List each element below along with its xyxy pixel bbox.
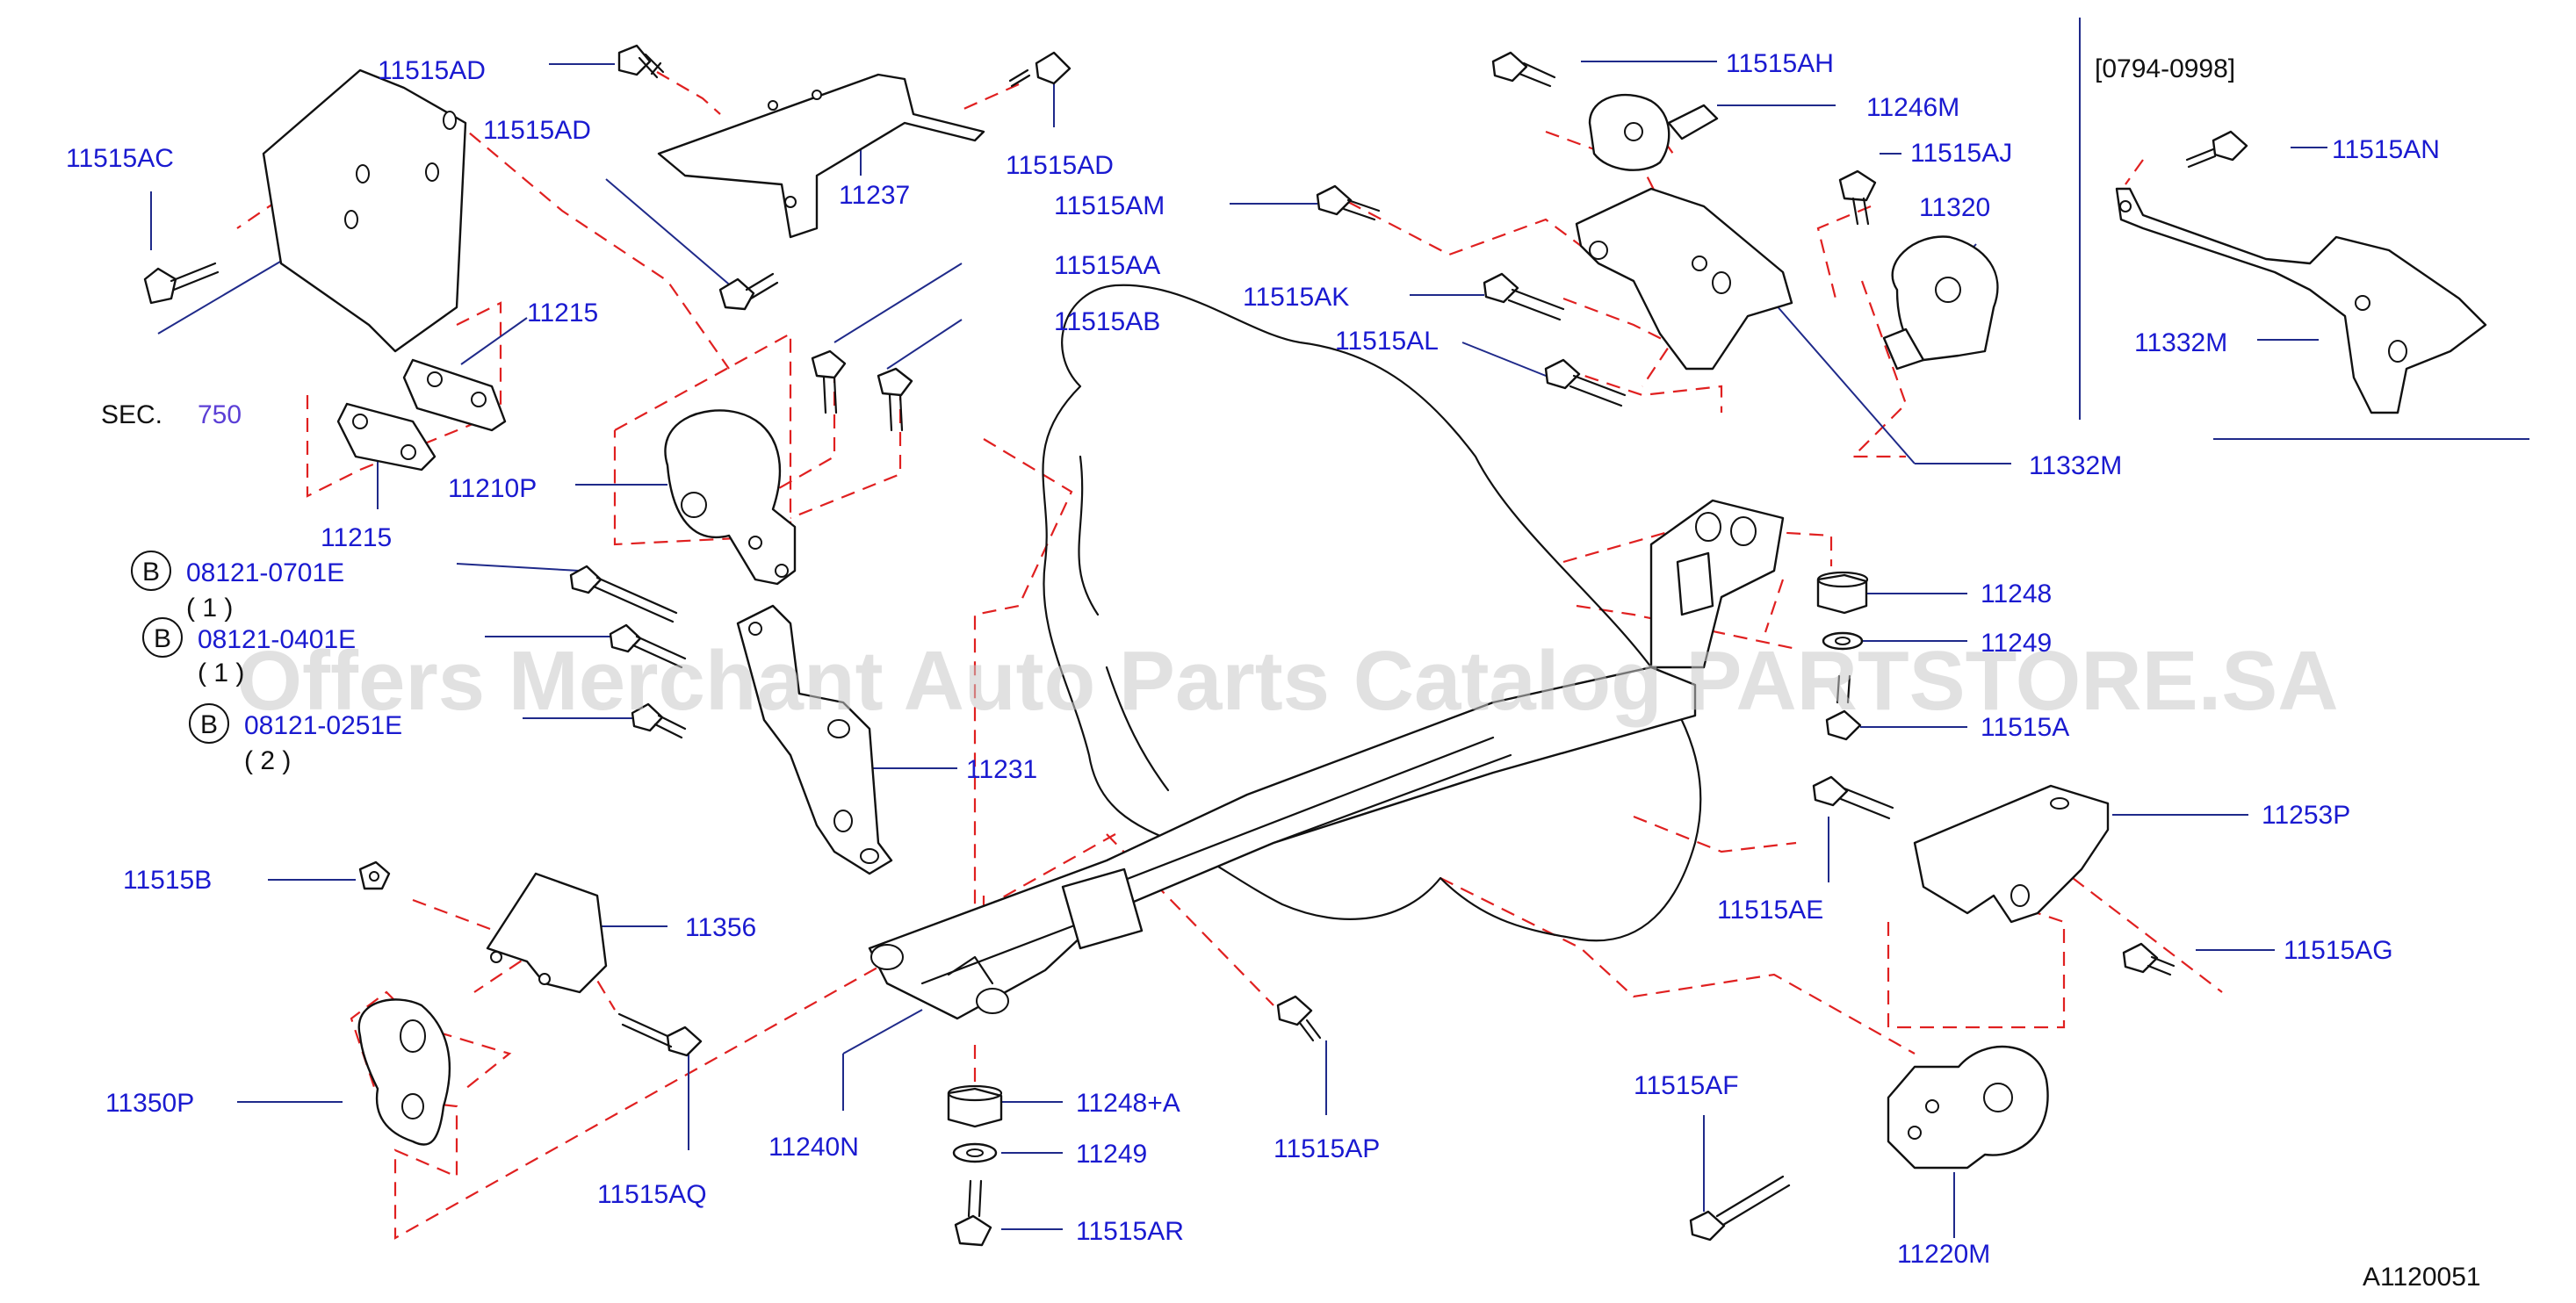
label-11249-a: 11249 (1981, 629, 2052, 658)
bolt-11515AG (2122, 942, 2176, 976)
bolt-b2 (609, 623, 687, 669)
label-11515AM: 11515AM (1054, 191, 1165, 220)
label-11248A: 11248+A (1076, 1089, 1180, 1118)
label-11515AG: 11515AG (2284, 936, 2393, 965)
phantom-lines (236, 71, 2223, 1240)
label-11248: 11248 (1981, 580, 2052, 608)
bolt-11515AN (2185, 130, 2248, 169)
bushing-11248A (947, 1087, 1003, 1128)
mount-11350P (357, 998, 451, 1146)
label-11220M: 11220M (1897, 1240, 1990, 1269)
label-11210P: 11210P (448, 474, 537, 503)
label-11215-b: 11215 (321, 523, 392, 552)
b-marker-1-letter: B (142, 558, 160, 587)
label-11515AB: 11515AB (1054, 307, 1160, 336)
label-11515AD-c: 11515AD (1006, 151, 1114, 180)
label-08121-0701E: 08121-0701E (186, 558, 344, 587)
label-11515AN: 11515AN (2332, 135, 2440, 164)
label-08121-0251E: 08121-0251E (244, 711, 402, 740)
bolt-11515AF (1689, 1175, 1791, 1242)
bolt-11515AR (954, 1179, 992, 1247)
bolt-11515AH (1491, 51, 1556, 88)
label-08121-0701E-qty: ( 1 ) (186, 594, 233, 623)
label-sec-750: 750 (198, 400, 242, 429)
label-date-range: [0794-0998] (2095, 54, 2235, 83)
bolt-11515AQ (617, 1012, 703, 1057)
b-marker-2 (142, 617, 183, 658)
label-11515AR: 11515AR (1076, 1217, 1184, 1246)
label-11246M: 11246M (1866, 93, 1959, 122)
parts-artwork (262, 68, 2487, 1170)
label-11332M-a: 11332M (2029, 451, 2122, 480)
bolt-11515AA (811, 349, 847, 414)
bolts (143, 44, 2248, 1247)
label-11515AH: 11515AH (1726, 49, 1834, 78)
bolt-11515AL (1544, 358, 1627, 407)
label-11249-b: 11249 (1076, 1140, 1147, 1169)
label-11515AC: 11515AC (66, 144, 174, 173)
bolt-11515AK (1483, 272, 1565, 321)
label-11515AP: 11515AP (1274, 1134, 1380, 1163)
engine-detail (1078, 455, 1170, 792)
b-marker-1 (131, 551, 171, 591)
label-11515AD-b: 11515AD (483, 116, 591, 145)
bolt-11515AP (1276, 995, 1322, 1042)
label-11515AQ: 11515AQ (597, 1180, 707, 1209)
label-11515A: 11515A (1981, 713, 2069, 742)
label-11515AE: 11515AE (1717, 896, 1823, 925)
nut-11515B (358, 860, 391, 890)
bracket-11332M (1575, 187, 1793, 371)
label-11515AL: 11515AL (1335, 327, 1439, 356)
bolt-b1 (569, 565, 678, 623)
spacer-11215-b (336, 402, 437, 472)
label-11215-a: 11215 (527, 299, 598, 328)
bushing-11248 (1816, 573, 1868, 615)
engine-outline (1042, 284, 1702, 942)
label-11515AF: 11515AF (1634, 1071, 1739, 1100)
b-marker-3 (189, 703, 229, 744)
label-sec: SEC. (101, 400, 162, 429)
label-11515AD-a: 11515AD (378, 56, 486, 85)
label-08121-0401E-qty: ( 1 ) (198, 659, 244, 687)
label-08121-0401E: 08121-0401E (198, 625, 356, 654)
watermark: Offers Merchant Auto Parts Catalog PARTS… (236, 634, 2338, 728)
bolt-11515AD-c (1008, 51, 1072, 88)
label-11253P: 11253P (2262, 801, 2350, 830)
label-11356: 11356 (685, 913, 756, 942)
bolt-11515AE (1812, 775, 1894, 820)
label-11515AJ: 11515AJ (1910, 139, 2012, 168)
label-11231: 11231 (966, 755, 1037, 784)
mount-11220M (1887, 1045, 2049, 1170)
bolt-11515AD-a (617, 44, 665, 79)
label-11515B: 11515B (123, 866, 212, 895)
bracket-11253P (1913, 784, 2110, 924)
inset-bracket-11332M (2115, 187, 2487, 414)
mount-11210P (664, 409, 797, 586)
label-11332M-b: 11332M (2134, 328, 2227, 357)
bolt-b3 (631, 702, 687, 739)
bolt-11515AD-b (718, 272, 779, 311)
bracket-11356 (486, 872, 608, 994)
plate-sec750 (262, 68, 467, 353)
drawing-number: A1120051 (2363, 1263, 2481, 1292)
label-11515AA: 11515AA (1054, 251, 1160, 280)
label-11515AK: 11515AK (1243, 283, 1349, 312)
label-11320: 11320 (1919, 193, 1990, 222)
label-11350P: 11350P (105, 1089, 194, 1118)
bracket-11231 (736, 604, 893, 875)
label-11240N: 11240N (768, 1133, 859, 1162)
bolt-11515AJ (1838, 169, 1877, 226)
bracket-11237 (657, 73, 985, 239)
bolt-11515AM (1316, 184, 1381, 221)
b-marker-3-letter: B (200, 710, 218, 739)
bolt-11515AB (877, 367, 913, 432)
spacer-11215-a (402, 358, 507, 432)
b-marker-2-letter: B (154, 624, 171, 653)
label-08121-0251E-qty: ( 2 ) (244, 746, 291, 775)
part-labels: 11515AD 11515AC 11515AD 11237 11515AD 11… (66, 49, 2481, 1292)
label-11237: 11237 (839, 181, 910, 210)
bolt-11515AC (143, 262, 220, 305)
bolt-11515A (1825, 674, 1862, 741)
